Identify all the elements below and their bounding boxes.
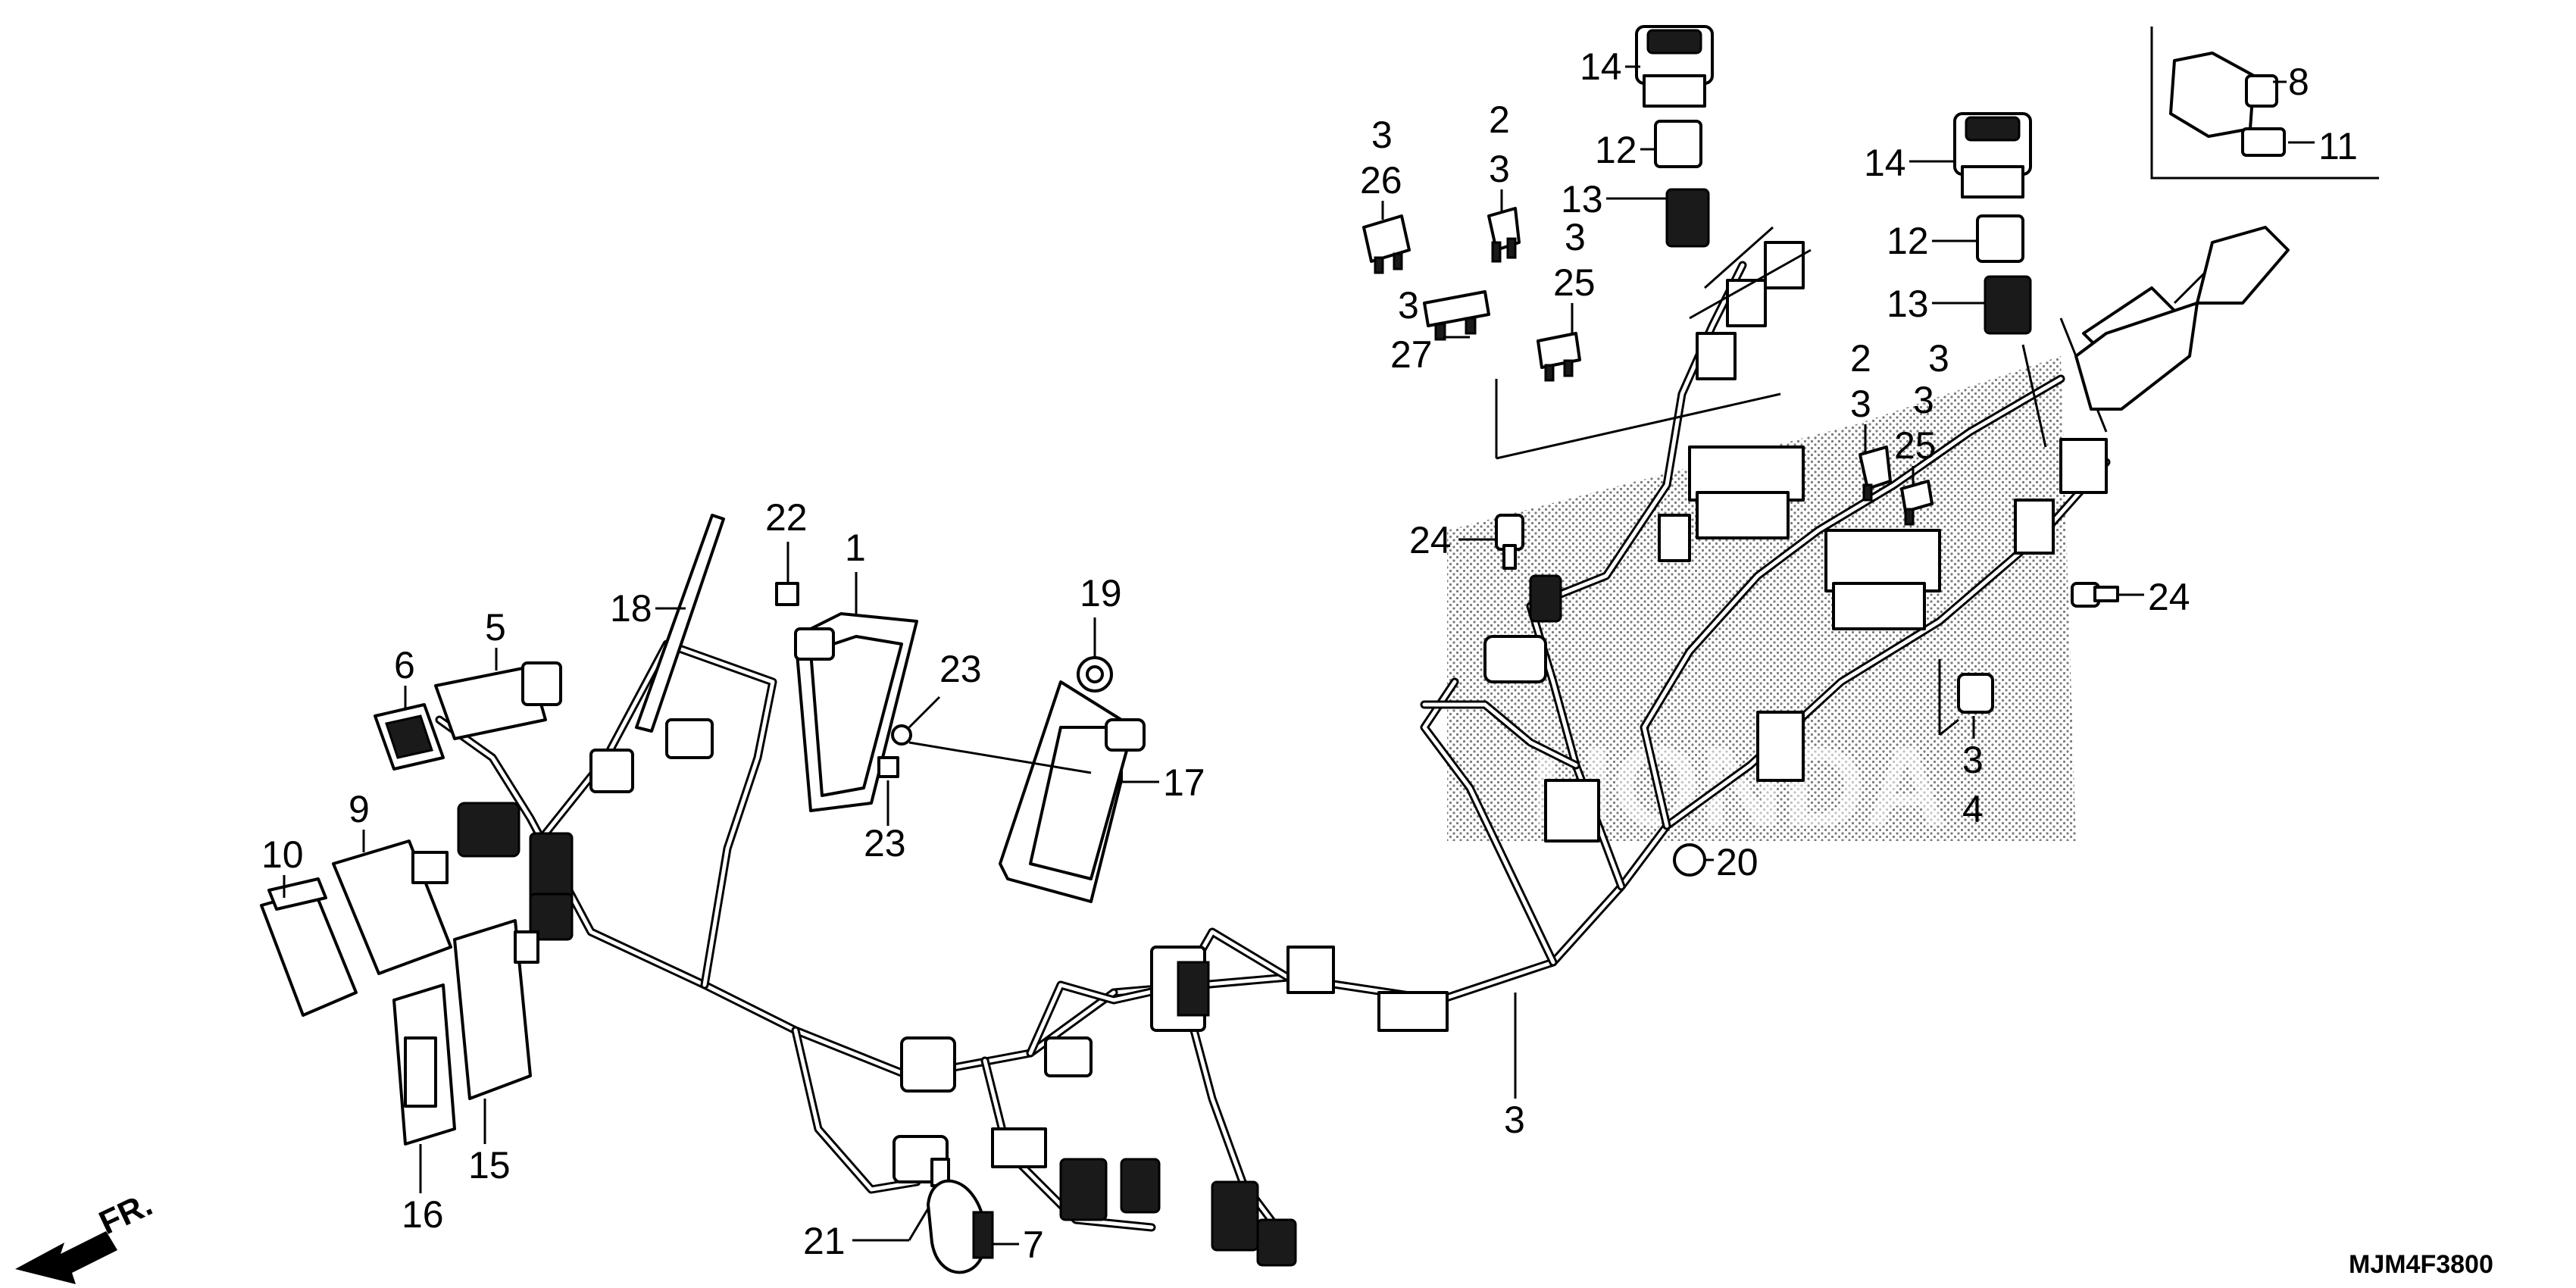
callout-20: 20 — [1716, 841, 1758, 883]
part-17-bracket: 17 — [999, 680, 1205, 903]
callout-14b: 14 — [1864, 142, 1906, 184]
callout-3b: 3 — [1489, 148, 1510, 190]
part-10-module: 10 — [260, 833, 358, 1017]
callout-23b: 23 — [864, 822, 906, 864]
callout-1: 1 — [845, 527, 866, 569]
part-24-bolt-b: 24 — [2071, 576, 2190, 618]
callout-21: 21 — [803, 1220, 846, 1262]
part-2-fuse: 2 3 — [1487, 98, 1521, 263]
part-25-fuse-b: 3 25 — [1894, 379, 1937, 526]
part-15-control-unit: 15 — [453, 919, 539, 1186]
part-3-main-harness-label: 3 — [1504, 993, 1525, 1141]
callout-3d: 3 — [1565, 216, 1586, 258]
diagram-code: MJM4F3800 — [2349, 1250, 2493, 1279]
part-5-sensor: 5 — [434, 606, 562, 740]
callout-15: 15 — [468, 1144, 511, 1186]
callout-11: 11 — [2318, 125, 2358, 167]
callout-22: 22 — [765, 496, 808, 539]
part-18-band: 18 — [610, 514, 725, 733]
part-14-relay-a: 14 — [1580, 25, 1714, 108]
callout-14a: 14 — [1580, 45, 1622, 88]
part-25-fuse-a: 3 25 — [1537, 216, 1596, 382]
callout-2b: 2 — [1850, 337, 1871, 380]
callout-5: 5 — [485, 606, 506, 649]
part-14-relay-b: 14 — [1864, 112, 2032, 199]
callout-10: 10 — [261, 833, 304, 876]
callout-3a: 3 — [1371, 114, 1393, 156]
part-11-fuse: 11 — [2241, 125, 2358, 167]
callout-17: 17 — [1163, 761, 1205, 804]
part-27-fuse: 3 27 — [1390, 284, 1490, 376]
callout-13b: 13 — [1887, 283, 1929, 325]
callout-23a: 23 — [939, 648, 982, 690]
front-direction-arrow: FR. — [15, 1186, 158, 1284]
callout-3e: 3 — [1850, 383, 1871, 425]
callout-27: 27 — [1390, 333, 1433, 376]
part-fuse-holder-tube — [2074, 226, 2290, 411]
part-7-horn: 7 — [927, 1179, 1044, 1274]
callout-25a: 25 — [1553, 261, 1596, 304]
part-24-bolt-a: 24 — [1409, 514, 1524, 570]
callout-9: 9 — [349, 788, 370, 830]
callout-18: 18 — [610, 587, 652, 630]
callout-3h: 3 — [1504, 1099, 1525, 1141]
callout-4: 4 — [1962, 788, 1984, 830]
callout-3c: 3 — [1398, 284, 1419, 327]
part-20-grommet: 20 — [1673, 841, 1758, 883]
callout-7: 7 — [1023, 1224, 1044, 1266]
callout-6: 6 — [394, 644, 415, 686]
callout-25b: 25 — [1894, 424, 1937, 467]
callout-3i: 3 — [1928, 337, 1949, 380]
part-13-connector-a: 13 — [1561, 178, 1710, 248]
part-23-screw-a: 23 — [891, 648, 1092, 774]
part-9-module: 9 — [332, 788, 452, 975]
callout-24b: 24 — [2148, 576, 2190, 618]
part-23-screw-b: 23 — [864, 756, 906, 864]
part-4-cap: 3 4 — [1938, 659, 1994, 830]
part-12-relay-a: 12 — [1595, 120, 1702, 171]
part-16-control-unit: 16 — [392, 983, 456, 1236]
callout-19: 19 — [1080, 572, 1122, 614]
callout-12a: 12 — [1595, 129, 1637, 171]
callout-26: 26 — [1360, 159, 1402, 202]
part-13-connector-b: 13 — [1887, 275, 2032, 335]
callout-13a: 13 — [1561, 178, 1603, 220]
callout-3f: 3 — [1913, 379, 1934, 421]
callout-3g: 3 — [1962, 739, 1984, 781]
callout-8: 8 — [2288, 61, 2309, 103]
part-6-connector: 6 — [374, 644, 445, 771]
part-22-screw: 22 — [765, 496, 808, 606]
callout-24a: 24 — [1409, 519, 1452, 561]
part-3-extra-label: 3 — [1928, 337, 1949, 380]
part-1-ecu-holder: 1 — [794, 527, 918, 812]
callout-12b: 12 — [1887, 220, 1929, 262]
callout-2a: 2 — [1489, 98, 1510, 141]
part-26-fuse: 3 26 — [1360, 114, 1411, 274]
part-12-relay-b: 12 — [1887, 214, 2024, 263]
relay-group-leader-a2 — [1496, 392, 1781, 460]
callout-16: 16 — [402, 1193, 444, 1236]
part-2-fuse-b: 2 3 — [1850, 337, 1892, 502]
part-19-grommet: 19 — [1077, 572, 1122, 692]
